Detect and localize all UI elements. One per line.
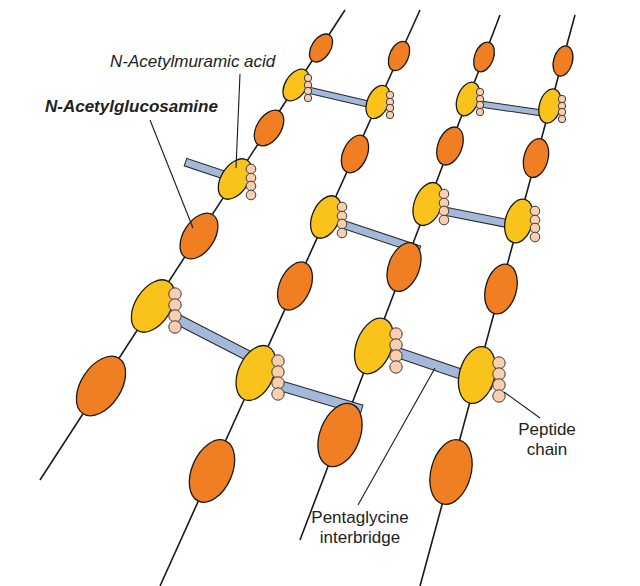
nag-sugar [310, 397, 371, 473]
part-label: Pentaglycine interbridge [300, 508, 420, 548]
nam-sugar [304, 191, 347, 243]
nag-sugar [248, 105, 290, 151]
amino-acid-bead [530, 232, 540, 242]
leader-line [504, 392, 540, 418]
amino-acid-bead [337, 202, 347, 212]
nag-sugar [66, 347, 135, 424]
amino-acid-bead [439, 215, 449, 225]
amino-acid-bead [476, 101, 483, 108]
part-label: N-Acetylglucosamine [45, 97, 245, 117]
part-label: N-Acetylmuramic acid [110, 52, 310, 72]
amino-acid-bead [558, 115, 565, 122]
nam-sugar [122, 272, 183, 340]
amino-acid-bead [493, 390, 505, 402]
amino-acid-bead [246, 190, 256, 200]
nam-sugar [228, 339, 284, 406]
amino-acid-bead [558, 95, 565, 102]
leader-line [236, 74, 240, 168]
nam-sugar [535, 86, 565, 125]
nag-sugar [384, 38, 414, 74]
amino-acid-bead [272, 388, 284, 400]
amino-acid-bead [476, 88, 483, 95]
nag-sugar [336, 131, 374, 177]
amino-acid-bead [439, 206, 449, 216]
amino-acid-bead [169, 321, 181, 333]
amino-acid-bead [246, 181, 256, 191]
nag-sugar [381, 238, 428, 296]
nag-sugar [519, 136, 552, 180]
glycan-strand [420, 15, 575, 586]
part-label: Peptide chain [512, 420, 582, 460]
amino-acid-bead [530, 206, 540, 216]
nam-sugar [452, 79, 484, 119]
nag-sugar [480, 260, 523, 317]
glycan-strand [40, 10, 345, 480]
amino-acid-bead [304, 87, 311, 94]
amino-acid-bead [246, 164, 256, 174]
amino-acid-bead [337, 219, 347, 229]
amino-acid-bead [439, 189, 449, 199]
amino-acid-bead [530, 223, 540, 233]
nam-sugar [278, 65, 315, 106]
glycan-strand [300, 15, 500, 540]
nag-sugar [305, 30, 338, 66]
amino-acid-bead [386, 104, 393, 111]
glycan-strand [160, 10, 420, 586]
nag-sugar [172, 206, 225, 265]
nam-sugar [211, 153, 258, 205]
nam-sugar [407, 178, 448, 230]
amino-acid-bead [476, 108, 483, 115]
amino-acid-bead [304, 74, 311, 81]
amino-acid-bead [304, 94, 311, 101]
nag-sugar [180, 433, 243, 510]
nag-sugar [432, 123, 469, 169]
nag-sugar [550, 44, 576, 79]
nag-sugar [470, 39, 499, 75]
leader-line [150, 120, 193, 228]
amino-acid-bead [390, 361, 402, 373]
nag-sugar [423, 435, 479, 509]
leader-line [358, 368, 435, 505]
amino-acid-bead [558, 108, 565, 115]
amino-acid-bead [386, 91, 393, 98]
nag-sugar [271, 257, 320, 316]
amino-acid-bead [386, 111, 393, 118]
amino-acid-bead [337, 228, 347, 238]
nam-sugar [361, 82, 395, 123]
